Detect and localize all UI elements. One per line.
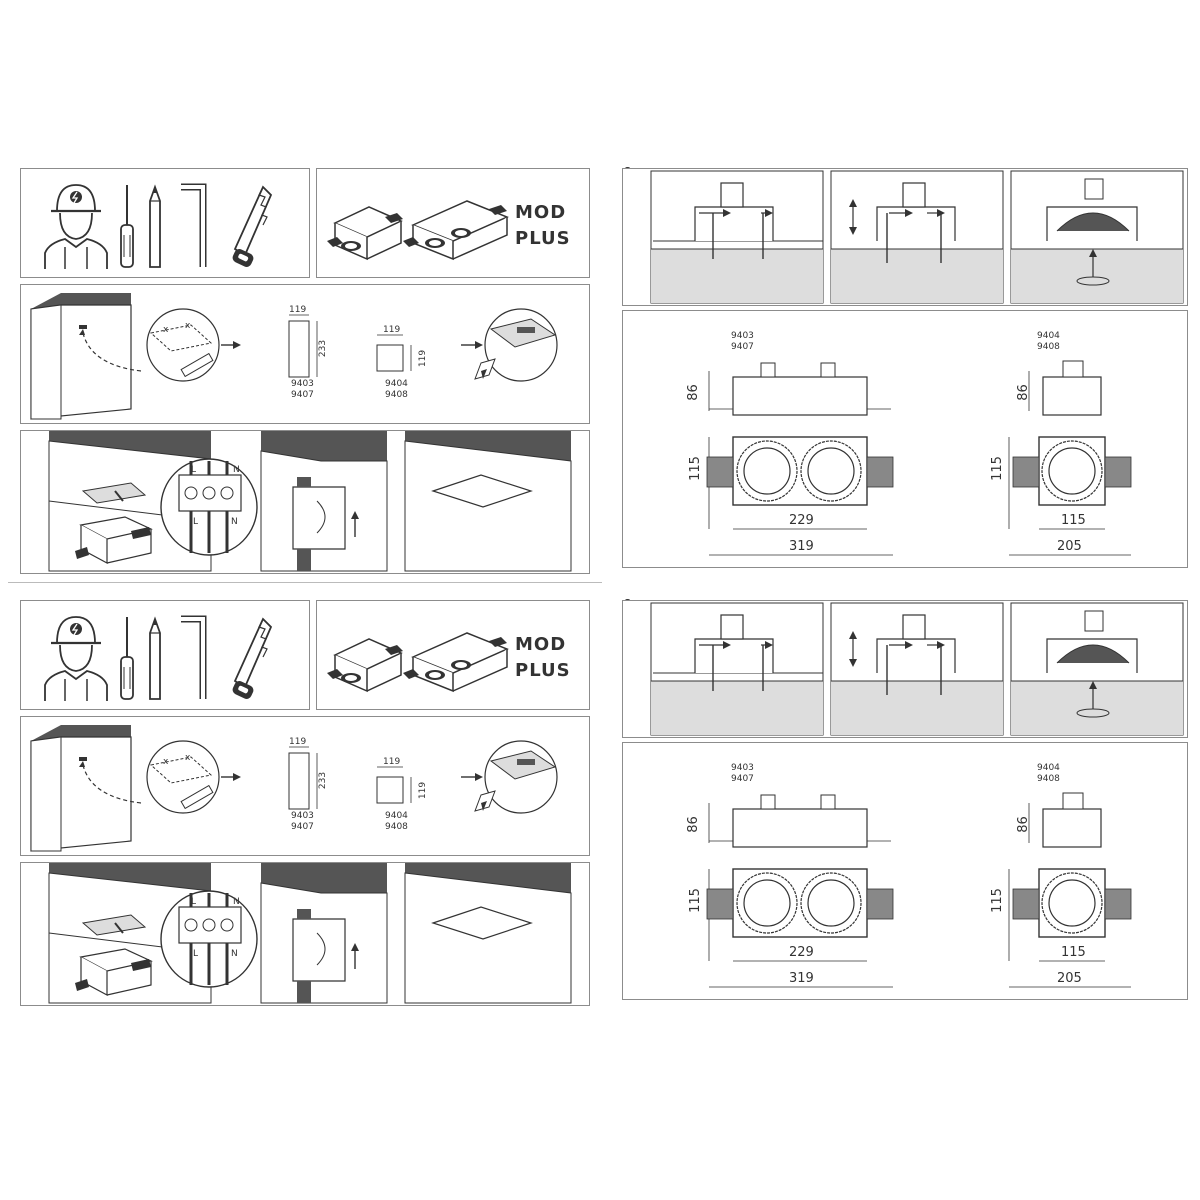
double-cutout-code-2: 9407 — [291, 822, 314, 832]
single-spec-code-2: 9408 — [1037, 774, 1060, 784]
step-2-panel: L N L N — [20, 430, 590, 574]
single-spec-inner-width: 115 — [1061, 945, 1086, 960]
tools-panel — [20, 168, 310, 278]
double-spec-inner-width: 229 — [789, 513, 814, 528]
step-3-panel — [622, 168, 1188, 306]
double-spec-code-2: 9407 — [731, 774, 754, 784]
wiring-illustration — [48, 863, 572, 1004]
step-3-panel — [622, 600, 1188, 738]
step-1-panel: x x 119 233 9403 9407 119 119 9404 9408 — [20, 284, 590, 424]
electrician-icon — [44, 616, 108, 701]
step-1-panel: x x 119 233 9403 9407 119 119 9404 9408 — [20, 716, 590, 856]
terminal-label-n-bottom: N — [231, 517, 238, 527]
double-spec-outer-width: 319 — [789, 971, 814, 986]
instruction-sheet: MOD PLUS 1 x x 119 233 9403 9407 — [0, 164, 1200, 598]
single-frame-product-image — [327, 206, 403, 261]
double-cutout-code-1: 9403 — [291, 811, 314, 821]
single-spec-code-2: 9408 — [1037, 342, 1060, 352]
saw-icon — [232, 185, 273, 267]
single-spec-code-1: 9404 — [1037, 763, 1060, 773]
single-spec-height: 86 — [1015, 384, 1031, 401]
cutout-marker-x-2: x — [185, 753, 191, 763]
double-cutout-template — [288, 314, 318, 378]
allen-key-icon — [181, 615, 207, 699]
brand-line-1: MOD — [515, 634, 567, 655]
double-cutout-width: 119 — [289, 737, 307, 747]
cutout-detail-illustration — [461, 308, 558, 382]
terminal-label-l-bottom: L — [193, 517, 199, 527]
single-cutout-code-2: 9408 — [385, 390, 408, 400]
cutout-marker-x-1: x — [163, 325, 169, 335]
brand-line-1: MOD — [515, 202, 567, 223]
cutout-marker-x-1: x — [163, 757, 169, 767]
terminal-label-l-top: L — [191, 897, 197, 907]
terminal-label-l-bottom: L — [193, 949, 199, 959]
double-frame-product-image — [403, 200, 509, 261]
double-spec-depth: 115 — [687, 888, 703, 913]
terminal-label-l-top: L — [191, 465, 197, 475]
single-cutout-code-1: 9404 — [385, 811, 408, 821]
double-cutout-template — [288, 746, 318, 810]
single-spec-code-1: 9404 — [1037, 331, 1060, 341]
double-spec-height: 86 — [685, 816, 701, 833]
dimensions-panel: 9403 9407 86 115 229 319 9404 9408 86 11… — [622, 310, 1188, 568]
single-cutout-template — [376, 334, 412, 372]
single-frame-product-image — [327, 638, 403, 693]
dimensions-drawing — [706, 360, 1132, 556]
step-2-panel: L N L N — [20, 862, 590, 1006]
single-spec-depth: 115 — [989, 888, 1005, 913]
double-spec-code-1: 9403 — [731, 331, 754, 341]
screwdriver-icon — [120, 185, 134, 268]
dimensions-drawing — [706, 792, 1132, 988]
single-cutout-code-2: 9408 — [385, 822, 408, 832]
double-spec-depth: 115 — [687, 456, 703, 481]
wiring-illustration — [48, 431, 572, 572]
product-panel: MOD PLUS — [316, 600, 590, 710]
pencil-icon — [149, 616, 161, 700]
double-cutout-height: 233 — [318, 339, 329, 358]
ceiling-marking-illustration — [30, 725, 241, 852]
allen-key-icon — [181, 183, 207, 267]
ceiling-marking-illustration — [30, 293, 241, 420]
single-spec-outer-width: 205 — [1057, 971, 1082, 986]
double-cutout-height: 233 — [318, 771, 329, 790]
double-cutout-code-1: 9403 — [291, 379, 314, 389]
terminal-label-n-top: N — [233, 465, 240, 475]
screwdriver-icon — [120, 617, 134, 700]
single-spec-height: 86 — [1015, 816, 1031, 833]
double-cutout-width: 119 — [289, 305, 307, 315]
fixing-sequence-illustration — [650, 602, 1184, 736]
double-spec-height: 86 — [685, 384, 701, 401]
dimensions-panel: 9403 9407 86 115 229 319 9404 9408 86 11… — [622, 742, 1188, 1000]
saw-icon — [232, 617, 273, 699]
instruction-sheet: MOD PLUS 1 x x 119 233 9403 9407 — [0, 596, 1200, 1030]
double-cutout-code-2: 9407 — [291, 390, 314, 400]
tools-panel — [20, 600, 310, 710]
cutout-detail-illustration — [461, 740, 558, 814]
terminal-label-n-bottom: N — [231, 949, 238, 959]
double-spec-outer-width: 319 — [789, 539, 814, 554]
single-cutout-height: 119 — [418, 349, 429, 368]
double-spec-inner-width: 229 — [789, 945, 814, 960]
single-spec-depth: 115 — [989, 456, 1005, 481]
single-cutout-code-1: 9404 — [385, 379, 408, 389]
single-cutout-width: 119 — [383, 757, 401, 767]
fixing-sequence-illustration — [650, 170, 1184, 304]
single-cutout-width: 119 — [383, 325, 401, 335]
single-cutout-height: 119 — [418, 781, 429, 800]
brand-line-2: PLUS — [515, 660, 571, 681]
product-panel: MOD PLUS — [316, 168, 590, 278]
cutout-marker-x-2: x — [185, 321, 191, 331]
single-spec-outer-width: 205 — [1057, 539, 1082, 554]
pencil-icon — [149, 184, 161, 268]
single-spec-inner-width: 115 — [1061, 513, 1086, 528]
double-spec-code-1: 9403 — [731, 763, 754, 773]
electrician-icon — [44, 184, 108, 269]
brand-line-2: PLUS — [515, 228, 571, 249]
single-cutout-template — [376, 766, 412, 804]
double-spec-code-2: 9407 — [731, 342, 754, 352]
terminal-label-n-top: N — [233, 897, 240, 907]
double-frame-product-image — [403, 632, 509, 693]
sheet-divider — [8, 582, 602, 583]
